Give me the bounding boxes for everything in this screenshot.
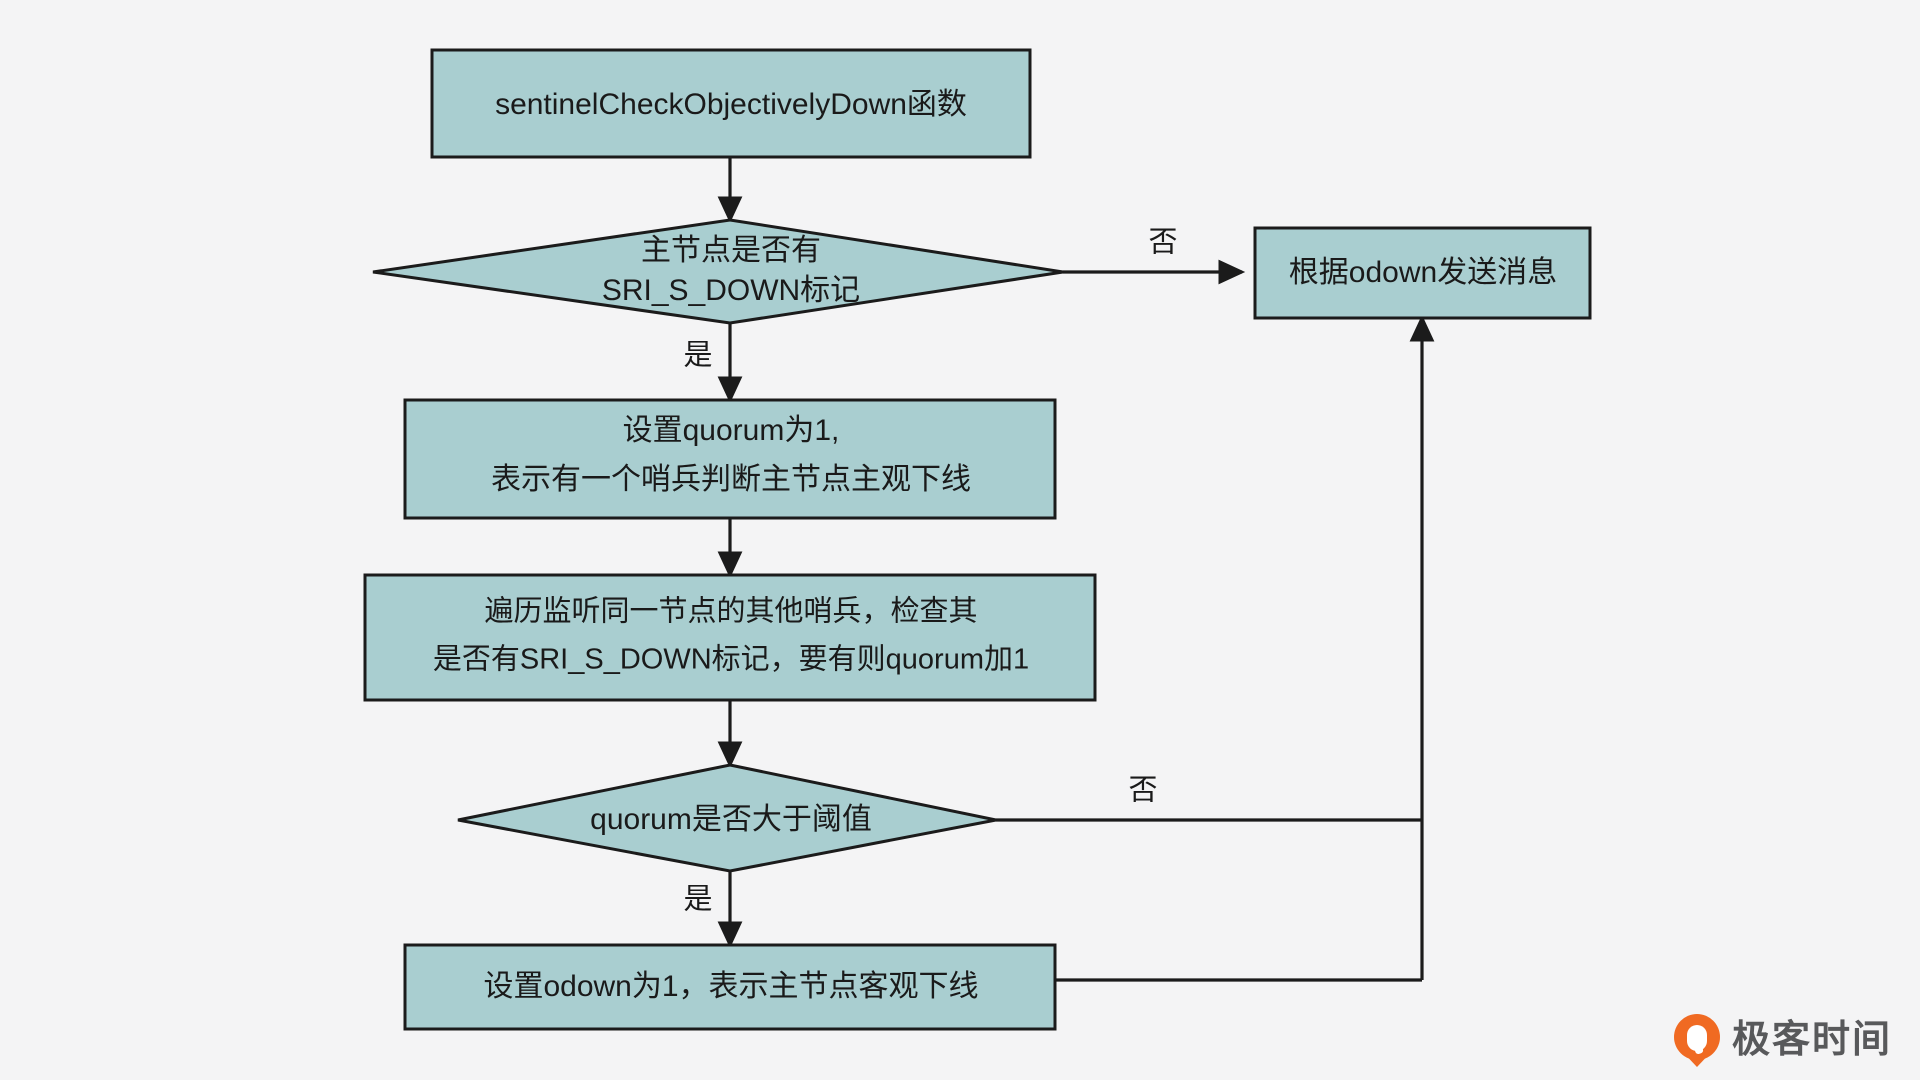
node-set-quorum-label-line2: 表示有一个哨兵判断主节点主观下线 bbox=[491, 463, 971, 496]
node-decision-sdown-shape bbox=[372, 218, 1064, 325]
node-set-odown-label: 设置odown为1，表示主节点客观下线 bbox=[483, 970, 978, 1003]
node-send-message-shape bbox=[1253, 226, 1592, 320]
node-start-shape bbox=[430, 48, 1032, 159]
node-decision-sdown-label-line1: 主节点是否有 bbox=[641, 234, 821, 267]
edge-label-sdown-yes: 是 bbox=[683, 340, 712, 372]
node-set-quorum-label-line1: 设置quorum为1, bbox=[623, 414, 840, 447]
edge-label-quorum-no: 否 bbox=[1128, 775, 1157, 807]
edge-label-sdown-no: 否 bbox=[1148, 227, 1177, 259]
watermark-logo: 极客时间 bbox=[1673, 1014, 1892, 1066]
node-decision-quorum-label: quorum是否大于阈值 bbox=[590, 803, 872, 836]
node-decision-sdown-label-line2: SRI_S_DOWN标记 bbox=[602, 274, 860, 307]
watermark-brand-text: 极客时间 bbox=[1731, 1019, 1892, 1061]
node-iterate-shape bbox=[363, 573, 1097, 702]
edge-label-quorum-yes: 是 bbox=[683, 884, 712, 916]
node-send-message-label: 根据odown发送消息 bbox=[1289, 256, 1557, 289]
geektime-logo-icon bbox=[1673, 1014, 1720, 1066]
node-iterate-label-line2: 是否有SRI_S_DOWN标记，要有则quorum加1 bbox=[433, 643, 1029, 676]
node-decision-quorum-shape bbox=[457, 763, 997, 873]
node-set-odown-shape bbox=[403, 943, 1057, 1031]
node-start-label: sentinelCheckObjectivelyDown函数 bbox=[495, 88, 967, 121]
node-iterate-label-line1: 遍历监听同一节点的其他哨兵，检查其 bbox=[484, 595, 977, 628]
node-set-quorum-shape bbox=[403, 398, 1057, 520]
